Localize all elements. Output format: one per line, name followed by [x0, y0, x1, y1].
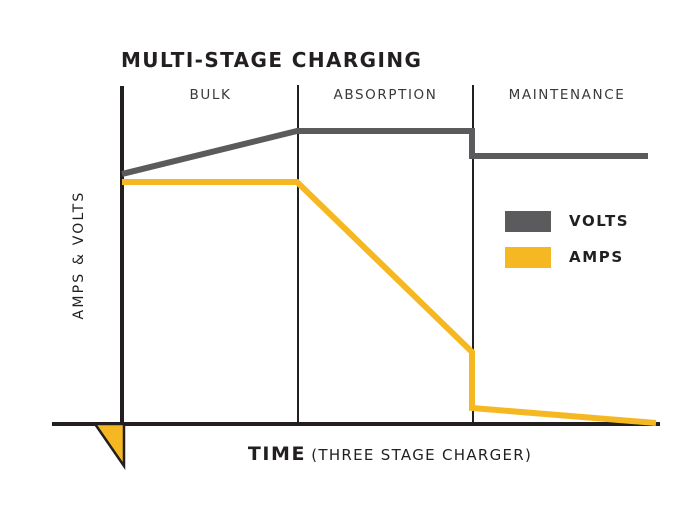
legend-item-volts: VOLTS	[505, 210, 629, 232]
y-axis-line	[120, 86, 124, 426]
x-axis-title-sub: (THREE STAGE CHARGER)	[311, 446, 533, 464]
legend-swatch-amps	[505, 246, 551, 268]
stage-label-absorption: ABSORPTION	[333, 87, 438, 103]
chart-title: MULTI-STAGE CHARGING	[121, 48, 423, 72]
stage-label-bulk: BULK	[189, 87, 232, 103]
legend-label-amps: AMPS	[569, 248, 624, 266]
y-axis-title: AMPS & VOLTS	[71, 190, 87, 320]
stage-divider-absorption-maintenance	[472, 85, 474, 425]
amps-line	[122, 179, 657, 426]
x-axis-title: TIME (THREE STAGE CHARGER)	[120, 443, 660, 465]
x-axis-line	[52, 422, 660, 426]
x-axis-title-main: TIME	[247, 443, 307, 465]
stage-label-maintenance: MAINTENANCE	[508, 87, 626, 103]
accent-triangle	[92, 422, 126, 471]
legend-label-volts: VOLTS	[569, 212, 630, 230]
legend-item-amps: AMPS	[505, 246, 629, 268]
stage-divider-bulk-absorption	[297, 85, 299, 425]
legend-swatch-volts	[505, 210, 551, 232]
volts-line	[121, 128, 648, 177]
legend: VOLTS AMPS	[505, 210, 629, 282]
